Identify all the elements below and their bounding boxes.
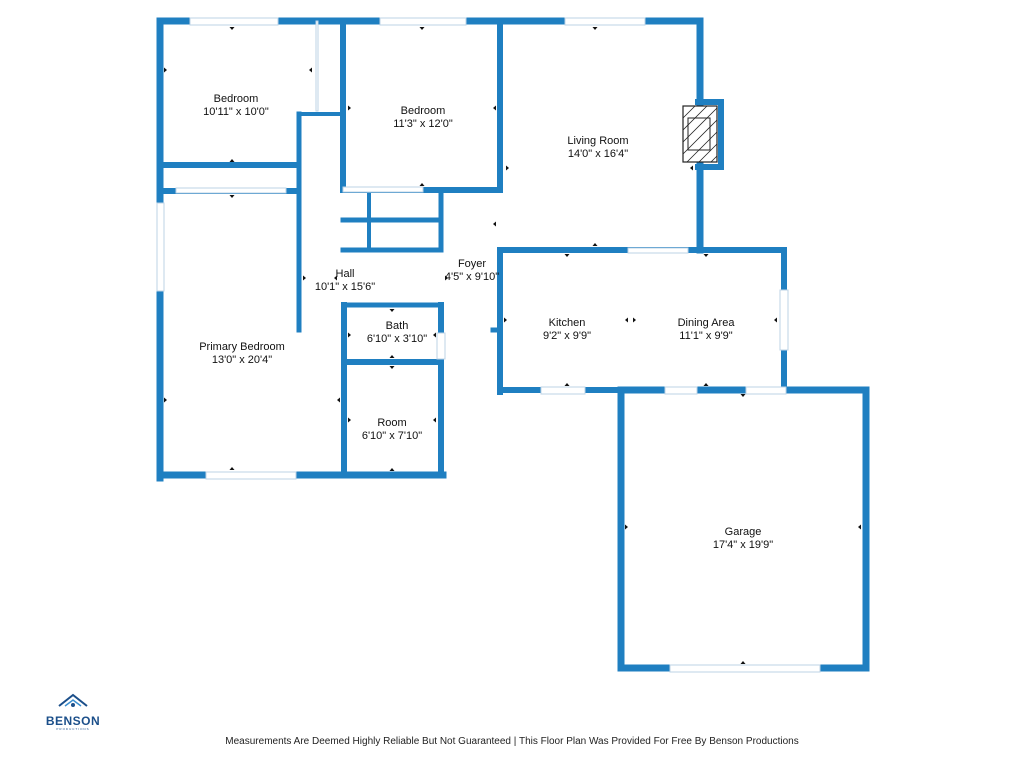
window-opening xyxy=(669,664,821,673)
window-opening xyxy=(745,386,787,395)
measure-marker xyxy=(774,317,777,323)
measure-marker xyxy=(592,243,598,246)
label-bedroom-1: Bedroom 10'11" x 10'0" xyxy=(203,93,269,119)
window-opening xyxy=(779,289,789,351)
measure-marker xyxy=(690,165,693,171)
measure-marker xyxy=(433,417,436,423)
measure-marker xyxy=(703,383,709,386)
label-hall: Hall 10'1" x 15'6" xyxy=(315,268,375,294)
window-opening xyxy=(205,471,297,480)
measure-marker xyxy=(389,468,395,471)
house-logo-icon xyxy=(58,693,88,707)
window-opening xyxy=(175,187,287,194)
measure-marker xyxy=(592,27,598,30)
measure-marker xyxy=(445,275,448,281)
measure-marker xyxy=(309,67,312,73)
room-dims: 6'10" x 3'10" xyxy=(366,333,428,345)
label-bedroom-2: Bedroom 11'3" x 12'0" xyxy=(393,105,453,131)
window-opening xyxy=(156,202,165,292)
window-opening xyxy=(436,332,446,360)
room-dims: 9'2" x 9'9" xyxy=(542,330,592,342)
measure-marker xyxy=(740,661,746,664)
room-name: Primary Bedroom xyxy=(199,341,285,353)
window-opening xyxy=(564,17,646,26)
room-name: Bedroom xyxy=(400,105,446,117)
room-dims: 11'3" x 12'0" xyxy=(393,118,453,130)
footer-disclaimer: Measurements Are Deemed Highly Reliable … xyxy=(225,736,799,747)
label-dining-area: Dining Area 11'1" x 9'9" xyxy=(678,317,735,343)
measure-marker xyxy=(229,195,235,198)
room-name: Kitchen xyxy=(548,317,586,329)
windows xyxy=(156,17,821,673)
room-dims: 4'5" x 9'10" xyxy=(444,271,500,283)
room-dims: 10'1" x 15'6" xyxy=(314,281,376,293)
measure-marker xyxy=(419,27,425,30)
fireplace-icon xyxy=(682,105,718,163)
measure-marker xyxy=(493,221,496,227)
room-dims: 10'11" x 10'0" xyxy=(203,106,269,118)
window-opening xyxy=(379,17,467,26)
measure-marker xyxy=(504,317,507,323)
measure-marker xyxy=(334,275,337,281)
room-name: Foyer xyxy=(457,258,487,270)
logo-name: BENSON xyxy=(45,714,101,728)
measure-marker xyxy=(625,317,628,323)
room-name: Bath xyxy=(385,320,409,332)
measure-marker xyxy=(229,27,235,30)
measure-marker xyxy=(348,332,351,338)
label-primary-bedroom: Primary Bedroom 13'0" x 20'4" xyxy=(199,341,285,367)
window-opening xyxy=(342,186,424,193)
measure-marker xyxy=(493,105,496,111)
room-name: Room xyxy=(377,417,407,429)
label-living-room: Living Room 14'0" x 16'4" xyxy=(567,135,628,161)
measure-marker xyxy=(564,383,570,386)
measure-marker xyxy=(389,355,395,358)
measure-marker xyxy=(433,332,436,338)
measure-marker xyxy=(337,397,340,403)
room-name: Living Room xyxy=(567,135,629,147)
window-opening xyxy=(627,247,689,254)
room-name: Hall xyxy=(335,268,355,280)
measure-marker xyxy=(703,254,709,257)
window-opening xyxy=(315,20,319,112)
label-foyer: Foyer 4'5" x 9'10" xyxy=(445,258,499,284)
room-name: Garage xyxy=(724,526,762,538)
measure-marker xyxy=(858,524,861,530)
measure-marker xyxy=(229,467,235,470)
measure-marker xyxy=(164,397,167,403)
label-garage: Garage 17'4" x 19'9" xyxy=(713,526,773,552)
room-dims: 11'1" x 9'9" xyxy=(679,330,733,342)
measure-marker xyxy=(389,366,395,369)
room-name: Dining Area xyxy=(677,317,735,329)
window-opening xyxy=(664,386,698,395)
measure-marker xyxy=(229,159,235,162)
label-bath: Bath 6'10" x 3'10" xyxy=(367,320,427,346)
measure-marker xyxy=(564,254,570,257)
label-kitchen: Kitchen 9'2" x 9'9" xyxy=(543,317,591,343)
window-opening xyxy=(540,386,586,395)
measure-marker xyxy=(348,105,351,111)
room-name: Bedroom xyxy=(213,93,259,105)
label-room: Room 6'10" x 7'10" xyxy=(362,417,422,443)
measure-marker xyxy=(506,165,509,171)
measure-marker xyxy=(389,309,395,312)
room-dims: 13'0" x 20'4" xyxy=(211,354,273,366)
measure-marker xyxy=(303,275,306,281)
room-dims: 6'10" x 7'10" xyxy=(361,430,423,442)
measure-markers xyxy=(164,27,861,664)
logo-tagline: PRODUCTIONS xyxy=(56,727,90,731)
measure-marker xyxy=(740,394,746,397)
measure-marker xyxy=(633,317,636,323)
benson-logo: BENSON PRODUCTIONS xyxy=(38,692,108,731)
measure-marker xyxy=(164,67,167,73)
measure-marker xyxy=(625,524,628,530)
room-dims: 17'4" x 19'9" xyxy=(712,539,774,551)
measure-marker xyxy=(419,183,425,186)
room-dims: 14'0" x 16'4" xyxy=(567,148,629,160)
measure-marker xyxy=(348,417,351,423)
window-opening xyxy=(189,17,279,26)
